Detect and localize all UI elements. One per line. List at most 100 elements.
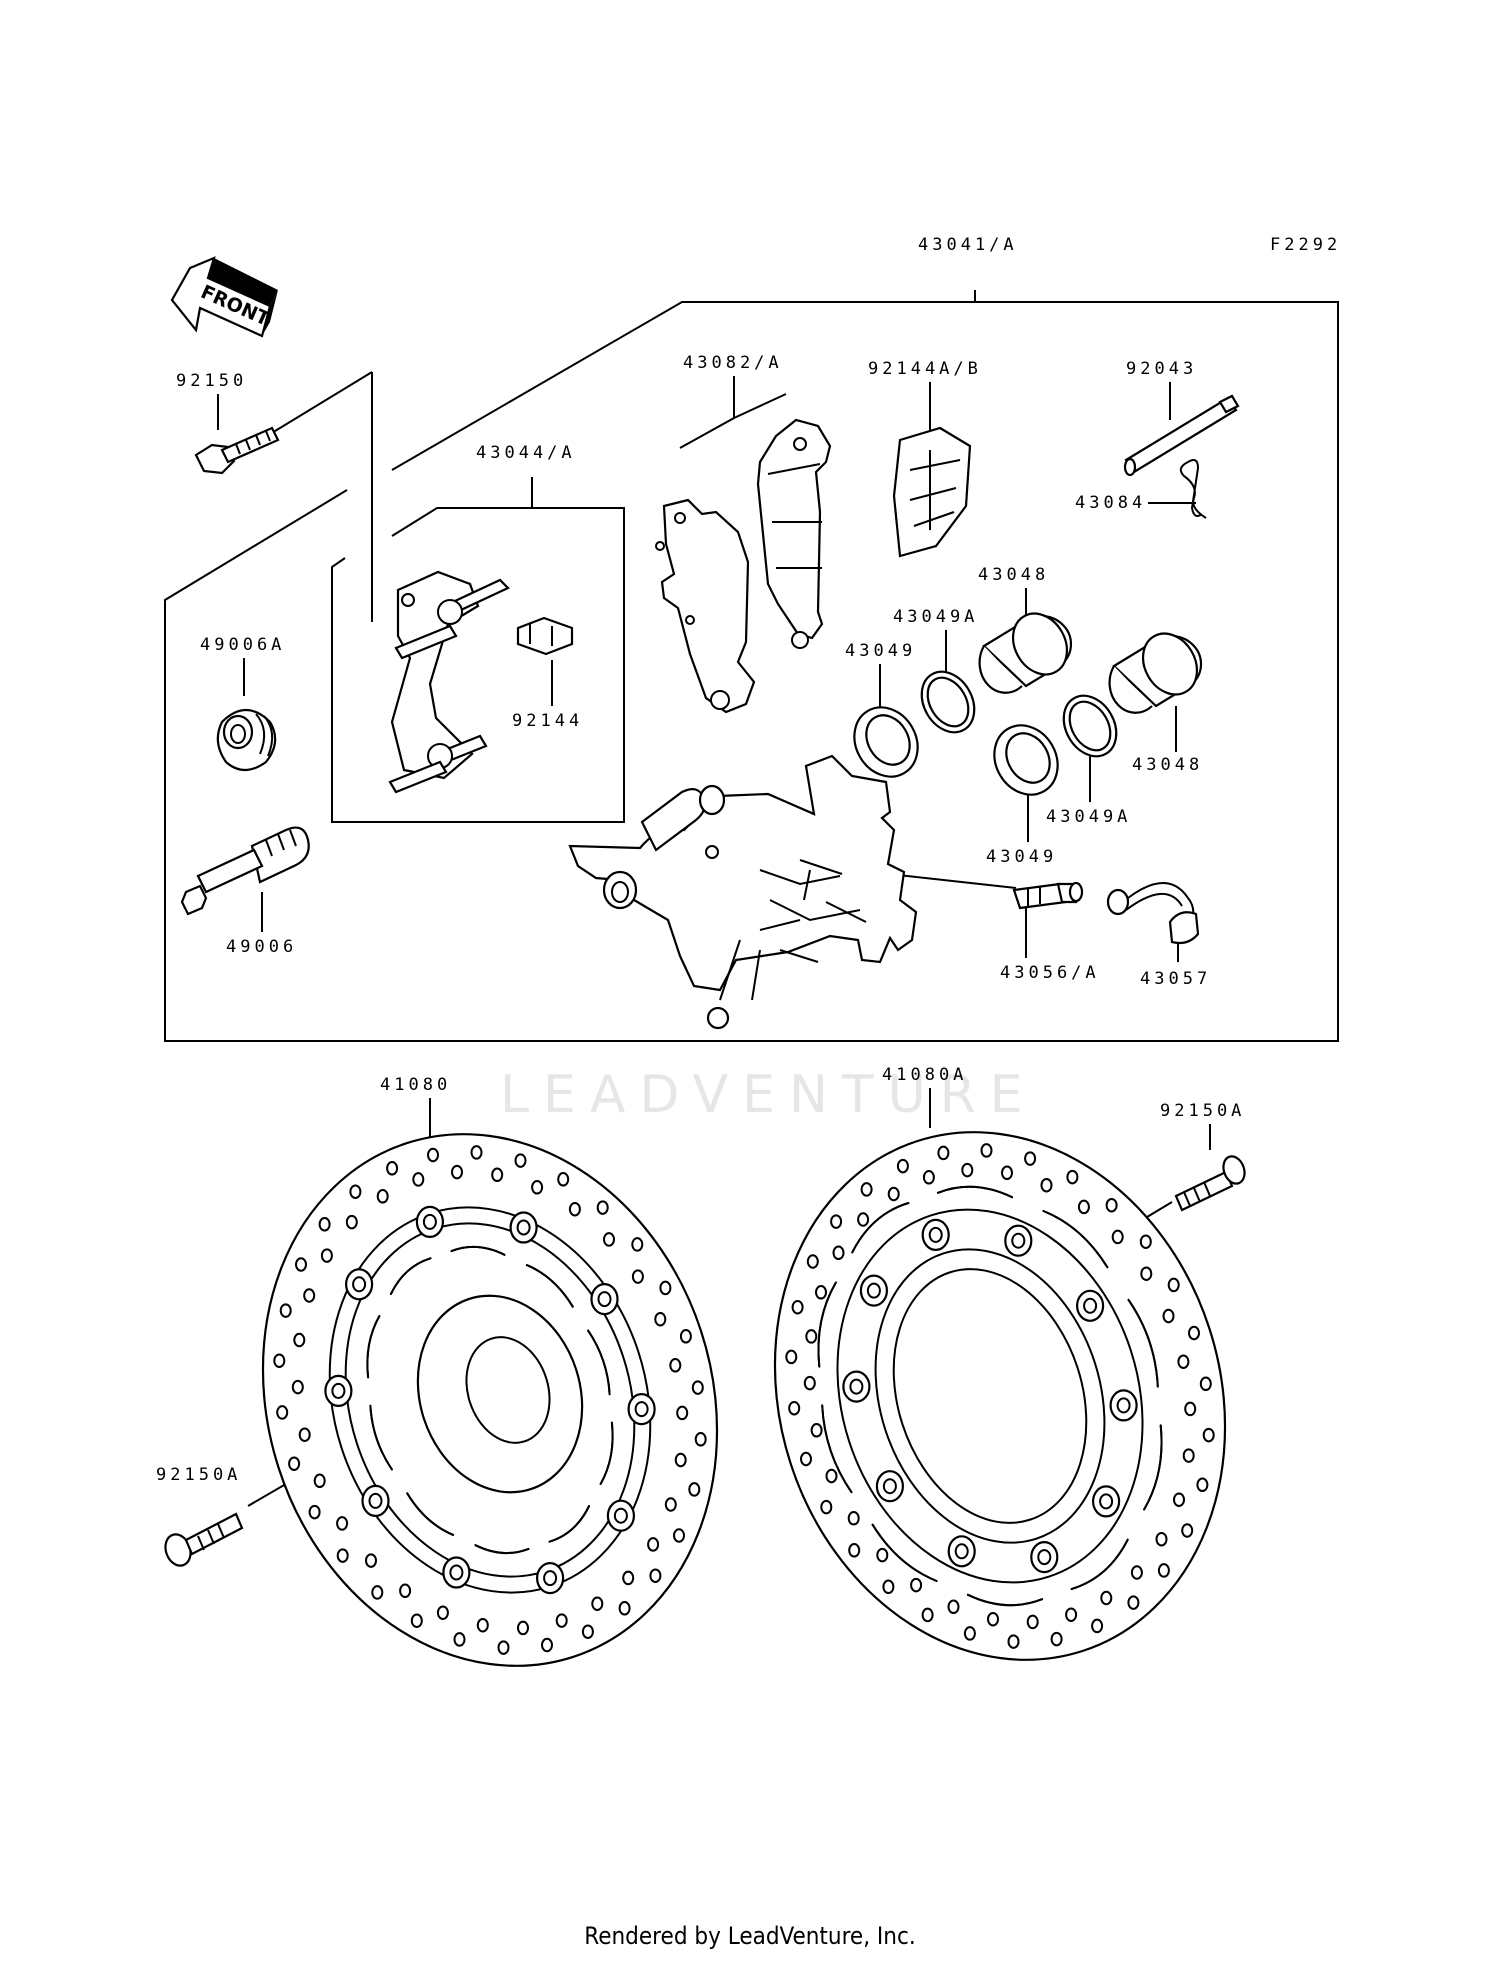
disc-drill-hole bbox=[436, 1605, 449, 1620]
disc-vent-slot-inner bbox=[871, 1523, 938, 1582]
disc-drill-hole bbox=[882, 1579, 895, 1595]
pin-92043 bbox=[1123, 394, 1240, 477]
label-43041: 43041/A bbox=[918, 235, 1018, 255]
disc-drill-hole bbox=[345, 1214, 358, 1230]
disc-drill-hole bbox=[491, 1167, 504, 1183]
disc-drill-hole bbox=[1065, 1607, 1078, 1622]
disc-drill-hole bbox=[803, 1375, 816, 1391]
disc-drill-hole bbox=[659, 1280, 672, 1296]
disc-rivet-center bbox=[597, 1291, 612, 1308]
disc-drill-hole bbox=[649, 1568, 662, 1583]
disc-drill-hole bbox=[451, 1164, 463, 1180]
label-92150A-left: 92150A bbox=[156, 1465, 241, 1485]
disc-drill-hole bbox=[1157, 1563, 1170, 1578]
disc-drill-hole bbox=[810, 1423, 823, 1438]
label-43049A-top: 43049A bbox=[893, 607, 978, 627]
disc-drill-hole bbox=[805, 1329, 818, 1344]
label-43044: 43044/A bbox=[476, 443, 576, 463]
disc-vent-slot-inner bbox=[1143, 1424, 1163, 1511]
disc-drill-hole bbox=[961, 1162, 974, 1178]
disc-drill-hole bbox=[800, 1451, 812, 1467]
disc-drill-hole bbox=[318, 1217, 331, 1232]
disc-vent-slot-inner bbox=[966, 1593, 1044, 1607]
disc-drill-hole bbox=[691, 1380, 704, 1395]
disc-drill-hole bbox=[896, 1158, 909, 1174]
disc-drill-hole bbox=[825, 1468, 838, 1484]
disc-drill-hole bbox=[1139, 1234, 1152, 1249]
disc-rivet-center bbox=[422, 1213, 437, 1230]
brake-disc-41080 bbox=[261, 1133, 719, 1667]
label-43084: 43084 bbox=[1075, 493, 1146, 513]
disc-drill-hole bbox=[832, 1245, 845, 1261]
clip-43084 bbox=[1179, 459, 1207, 519]
disc-vent-slot-inner bbox=[821, 1404, 853, 1494]
disc-drill-hole bbox=[365, 1553, 377, 1568]
label-43057: 43057 bbox=[1140, 969, 1211, 989]
bleeder-valve-43056 bbox=[1012, 881, 1084, 910]
label-43056: 43056/A bbox=[1000, 963, 1100, 983]
label-92150: 92150 bbox=[176, 371, 247, 391]
disc-drill-hole bbox=[785, 1349, 798, 1365]
disc-rivet-center bbox=[368, 1492, 383, 1509]
disc-drill-hole bbox=[1100, 1590, 1113, 1606]
disc-drill-hole bbox=[1091, 1618, 1104, 1634]
piston-43048-top bbox=[978, 612, 1073, 694]
disc-drill-hole bbox=[303, 1288, 316, 1303]
disc-rivet-center bbox=[516, 1219, 531, 1236]
watermark-text: LEADVENTURE bbox=[500, 1065, 1037, 1125]
label-41080A: 41080A bbox=[882, 1065, 967, 1085]
disc-vent-slot-inner bbox=[1127, 1298, 1159, 1388]
disc-rivet-center bbox=[352, 1276, 367, 1293]
disc-drill-hole bbox=[376, 1189, 389, 1204]
disc-drill-hole bbox=[1181, 1523, 1194, 1538]
disc-drill-hole bbox=[673, 1528, 685, 1543]
disc-drill-hole bbox=[791, 1299, 804, 1315]
disc-vent-slot-inner bbox=[587, 1329, 611, 1396]
disc-vent-slot-inner bbox=[450, 1245, 506, 1256]
seal-43049A-top bbox=[920, 670, 976, 734]
disc-drill-hole bbox=[1140, 1266, 1153, 1281]
seal-43049A-right bbox=[1062, 694, 1118, 758]
disc-drill-hole bbox=[676, 1405, 689, 1421]
disc-drill-hole bbox=[937, 1145, 950, 1161]
disc-drill-hole bbox=[1155, 1531, 1168, 1547]
disc-drill-hole bbox=[1001, 1165, 1013, 1181]
disc-rivet-center bbox=[613, 1507, 628, 1524]
disc-drill-hole bbox=[847, 1511, 860, 1526]
boot-49006A bbox=[216, 708, 277, 772]
disc-drill-hole bbox=[497, 1640, 510, 1655]
disc-drill-hole bbox=[980, 1143, 993, 1158]
caliper-assembly-frame bbox=[164, 290, 1339, 1042]
disc-drill-hole bbox=[688, 1482, 701, 1497]
disc-rivet-center bbox=[849, 1378, 864, 1395]
piston-43048-right bbox=[1108, 632, 1203, 714]
disc-drill-hole bbox=[386, 1161, 399, 1176]
disc-drill-hole bbox=[1196, 1477, 1209, 1493]
disc-vent-slot-inner bbox=[525, 1264, 574, 1308]
disc-drill-hole bbox=[1077, 1199, 1090, 1215]
disc-rivet-center bbox=[634, 1401, 649, 1418]
disc-drill-hole bbox=[476, 1617, 489, 1633]
disc-vent-slot-inner bbox=[369, 1404, 393, 1471]
disc-drill-hole bbox=[371, 1585, 384, 1600]
disc-drill-hole bbox=[647, 1537, 660, 1552]
disc-drill-hole bbox=[674, 1452, 687, 1468]
disc-drill-hole bbox=[1026, 1614, 1039, 1630]
disc-drill-hole bbox=[922, 1170, 935, 1185]
disc-drill-hole bbox=[848, 1543, 861, 1558]
disc-drill-hole bbox=[788, 1400, 801, 1416]
pad-spring-92144ab bbox=[892, 426, 972, 558]
disc-drill-hole bbox=[921, 1607, 934, 1623]
disc-rivet-center bbox=[543, 1570, 558, 1587]
disc-vent-slot-inner bbox=[817, 1281, 837, 1368]
label-92150A-right: 92150A bbox=[1160, 1101, 1245, 1121]
disc-drill-hole bbox=[412, 1172, 425, 1187]
disc-drill-hole bbox=[631, 1237, 644, 1252]
seal-43049-left bbox=[853, 706, 919, 778]
disc-drill-hole bbox=[815, 1285, 827, 1300]
disc-drill-hole bbox=[531, 1180, 544, 1195]
disc-rivet-center bbox=[928, 1226, 943, 1243]
disc-rivet-center bbox=[1083, 1297, 1098, 1314]
bolt-92150A-left bbox=[164, 1512, 244, 1567]
disc-rivet-center bbox=[1099, 1493, 1114, 1510]
